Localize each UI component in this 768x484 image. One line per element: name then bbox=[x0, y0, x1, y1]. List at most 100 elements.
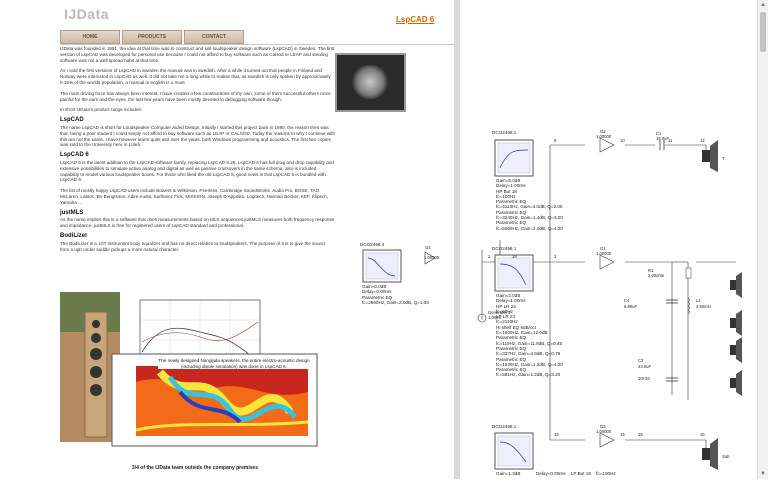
param-line: Gain=1.3dB bbox=[496, 471, 521, 476]
c3-value: 43.0uF bbox=[638, 364, 651, 369]
photo-caption: 3/4 of the IJData team outside the compa… bbox=[131, 465, 259, 471]
main-text: IJData was founded in 1991, the idea at … bbox=[60, 46, 335, 257]
c3-ratio: 10+33 bbox=[638, 376, 650, 381]
nav-divider bbox=[60, 44, 454, 45]
param-line: LP LR 24 bbox=[496, 314, 516, 320]
param-line: fc=100Hz bbox=[596, 471, 616, 476]
node-label: 3 bbox=[554, 254, 557, 259]
node-label: 9 bbox=[554, 138, 557, 143]
param-line: fc=2960Hz, Gain=2.0dB, Q=1.00 bbox=[362, 299, 429, 305]
vertical-scrollbar[interactable]: ▲ ▼ bbox=[757, 0, 768, 479]
node-label: 2 bbox=[488, 254, 491, 259]
g2-value: 1.00000 bbox=[596, 134, 612, 139]
param-line: Delay=0.00ms bbox=[536, 471, 566, 476]
param-line: Gain=2.0dB bbox=[496, 293, 521, 298]
heading-lspcad: LspCAD bbox=[60, 117, 84, 124]
nav-contact-button[interactable]: CONTACT bbox=[184, 30, 244, 44]
dco-block-g4: G4 bbox=[355, 245, 451, 306]
c1-label: C1 bbox=[656, 131, 662, 136]
lspcad-schematic: C1 15.0uF Generator 1 1.000V DCO2496.1 G… bbox=[460, 0, 758, 479]
param-line: Parametric EQ bbox=[496, 209, 527, 215]
param-line: fc=119Hz, Gain=11.9dB, Q=0.45 bbox=[496, 340, 563, 346]
node-label: 12 bbox=[700, 138, 705, 143]
node-label: 16 bbox=[700, 432, 705, 437]
scroll-down-icon[interactable]: ▼ bbox=[760, 471, 766, 477]
param-line: fc=1800Hz, Gain=12.0dB bbox=[496, 330, 548, 336]
node-label: 13 bbox=[554, 432, 559, 437]
tweeter-label: T bbox=[722, 156, 725, 161]
generator-value: 1.000V bbox=[488, 315, 501, 320]
g4-value: 1.00000 bbox=[424, 255, 440, 260]
node-label: 14 bbox=[620, 432, 625, 437]
heading-bodilizer: BodiLizer bbox=[60, 232, 88, 239]
intro-paragraph: As I sold the first versions of LspCAD i… bbox=[60, 68, 331, 85]
param-line: Parametric EQ bbox=[496, 335, 527, 341]
param-line: fc=60Hz bbox=[496, 308, 513, 314]
l1-label: L1 bbox=[696, 298, 701, 303]
param-line: Parametric EQ bbox=[362, 294, 393, 300]
intro-paragraph: IJData was founded in 1991, the idea at … bbox=[60, 46, 335, 63]
heading-lspcad6: LspCAD 6 bbox=[60, 152, 89, 159]
dco-block-4-params: Gain=0.0dB Delay=0.00ms Parametric EQ fc… bbox=[362, 284, 429, 305]
paragraph-bodilizer: The BodiLizer is a 1ST instrument body e… bbox=[60, 240, 325, 252]
c4-value: 6.80uF bbox=[624, 304, 637, 309]
param-line: LP But 18 bbox=[570, 471, 591, 476]
scroll-thumb[interactable] bbox=[760, 12, 766, 52]
g1-value: 1.00000 bbox=[596, 251, 612, 256]
r1-value: 2.00ohm bbox=[648, 273, 665, 278]
node-label: 18 bbox=[512, 254, 517, 259]
heading-justmls: justMLS bbox=[60, 209, 84, 216]
g3-value: 1.00000 bbox=[596, 429, 612, 434]
c4-label: C4 bbox=[624, 298, 630, 303]
nav-home-button[interactable]: HOME bbox=[60, 30, 120, 44]
param-line: Parametric EQ bbox=[496, 220, 527, 226]
dco-block-title: DCO2496.1 bbox=[492, 246, 517, 251]
main-nav: HOME PRODUCTS CONTACT bbox=[60, 30, 244, 44]
param-line: Parametric EQ bbox=[496, 367, 527, 373]
intro-paragraph: The main driving force has always been i… bbox=[60, 90, 331, 102]
page-title-lspcad[interactable]: LspCAD 6 bbox=[396, 15, 435, 24]
node-label: 10 bbox=[620, 138, 625, 143]
r1-label: R1 bbox=[648, 268, 654, 273]
c3-label: C3 bbox=[638, 358, 644, 363]
param-line: Delay=0.00ms bbox=[362, 289, 392, 295]
param-line: fc=581Hz, Gain=1.2dB, Q=3.20 bbox=[496, 372, 561, 378]
param-line: fc=2110Hz bbox=[496, 319, 518, 325]
param-line: fc=337Hz, Gain=4.9dB, Q=0.79 bbox=[496, 351, 561, 357]
param-line: Parametric EQ bbox=[496, 356, 527, 362]
l1-value: 3.50mH bbox=[696, 304, 711, 309]
dco-block-4-title: DCO2496.4 bbox=[360, 242, 385, 247]
paragraph-users: The list of mostly happy LspCAD users in… bbox=[60, 188, 328, 205]
dco-block-title: DCO2496.1 bbox=[492, 424, 517, 429]
node-label: 11 bbox=[668, 138, 673, 143]
collage-caption-text: The newly designed Nangijala speakers, t… bbox=[158, 358, 310, 370]
site-logo[interactable]: IJData bbox=[64, 6, 110, 22]
site-header bbox=[52, 0, 454, 28]
g3-label: G3 bbox=[600, 424, 606, 429]
paragraph-lspcad: The name LspCAD is short for Loudspeaker… bbox=[60, 124, 336, 148]
loudspeaker-photo bbox=[335, 53, 406, 112]
nav-products-button[interactable]: PRODUCTS bbox=[122, 30, 182, 44]
param-line: Hi shelf EQ 6dB/oct bbox=[496, 324, 537, 330]
dco-block-1-params: Gain=5.0dB Delay=1.00ms HP But 18 fc=100… bbox=[496, 178, 563, 231]
param-line: HP LR 24 bbox=[496, 303, 516, 309]
paragraph-justmls: As the name implies this is a software t… bbox=[60, 217, 335, 229]
dco-block-bottom-params-hidden: Delay=0.00ms LP But 18 fc=100Hz bbox=[536, 471, 616, 476]
param-line: HP But 18 bbox=[496, 188, 517, 194]
param-line: Delay=1.00ms bbox=[496, 298, 526, 304]
paragraph-lspcad6: LspCAD 6 is the latest addition to the L… bbox=[60, 159, 334, 183]
param-line: fc=4110Hz, Gain=4.0dB, Q=2.00 bbox=[496, 204, 563, 210]
speaker-collage: The newly designed Nangijala speakers, t… bbox=[60, 292, 330, 452]
param-line: fc=5060Hz, Gain=2.0dB, Q=4.00 bbox=[496, 225, 563, 231]
param-line: Parametric EQ bbox=[496, 345, 527, 351]
g2-label: G2 bbox=[600, 129, 606, 134]
param-line: fc=3240Hz, Gain=1.4dB, Q=3.20 bbox=[496, 215, 563, 221]
param-line: Gain=5.0dB bbox=[496, 178, 521, 183]
node-label: 15 bbox=[638, 432, 643, 437]
generator-label: Generator 1 bbox=[488, 310, 511, 315]
param-line: fc=100Hz bbox=[496, 193, 516, 199]
scroll-up-icon[interactable]: ▲ bbox=[760, 2, 766, 8]
dco-block-bottom-params: Gain=1.3dB bbox=[496, 471, 520, 476]
dco-block-3-params: Gain=2.0dB Delay=1.00ms HP LR 24 fc=60Hz… bbox=[496, 293, 563, 378]
g4-label: G4 bbox=[425, 246, 431, 250]
